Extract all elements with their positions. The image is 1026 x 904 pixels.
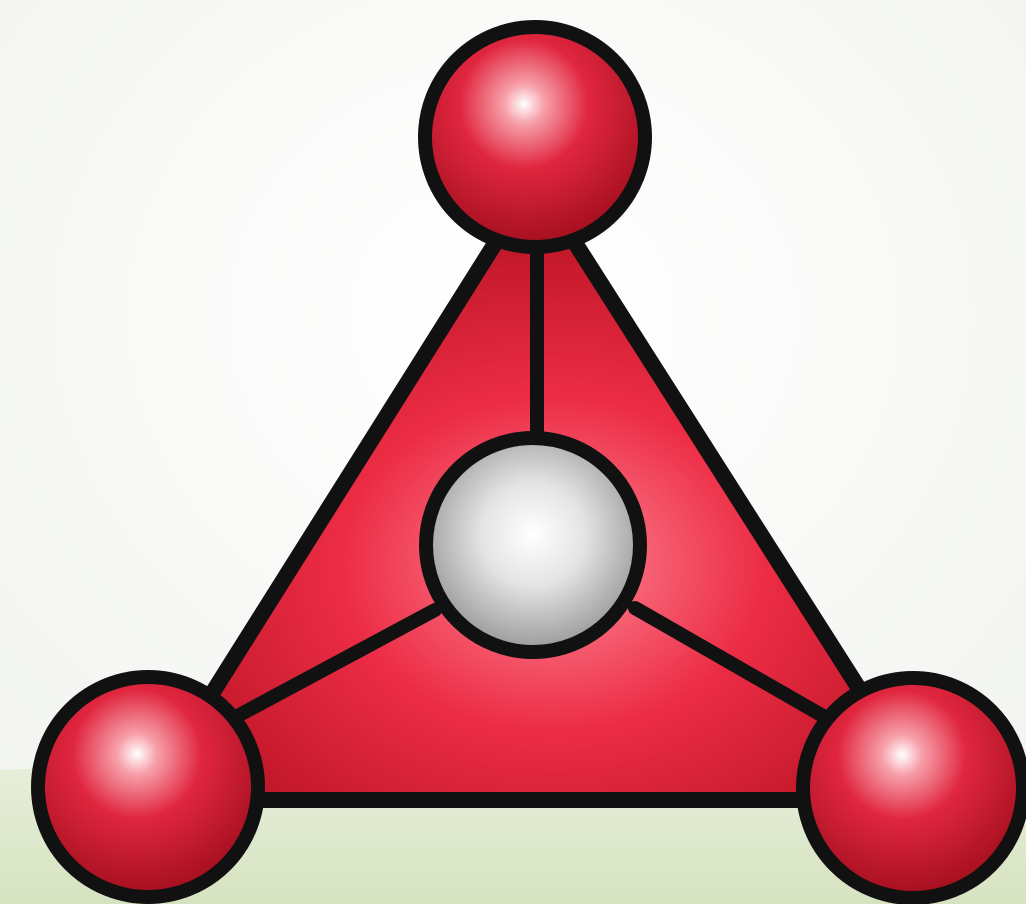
outer-atom-bottom-right — [803, 678, 1023, 898]
outer-atom-top — [425, 27, 645, 247]
center-atom — [426, 438, 640, 652]
outer-atom-bottom-left — [38, 677, 258, 897]
